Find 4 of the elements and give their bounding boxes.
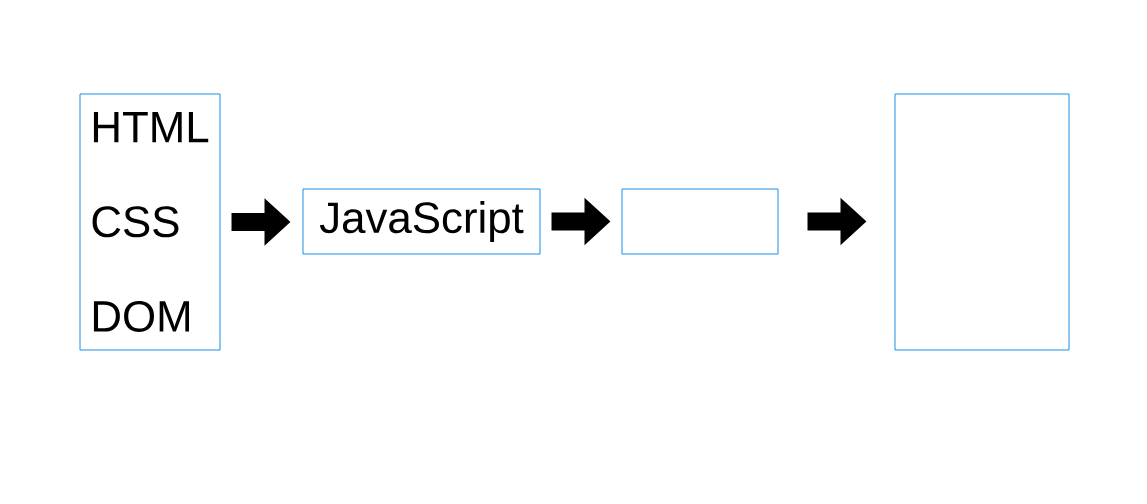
text-box: JavaScript (302, 188, 541, 255)
empty-box (894, 93, 1070, 351)
empty-box (621, 188, 779, 255)
text-box: HTML CSS DOM (79, 93, 221, 351)
